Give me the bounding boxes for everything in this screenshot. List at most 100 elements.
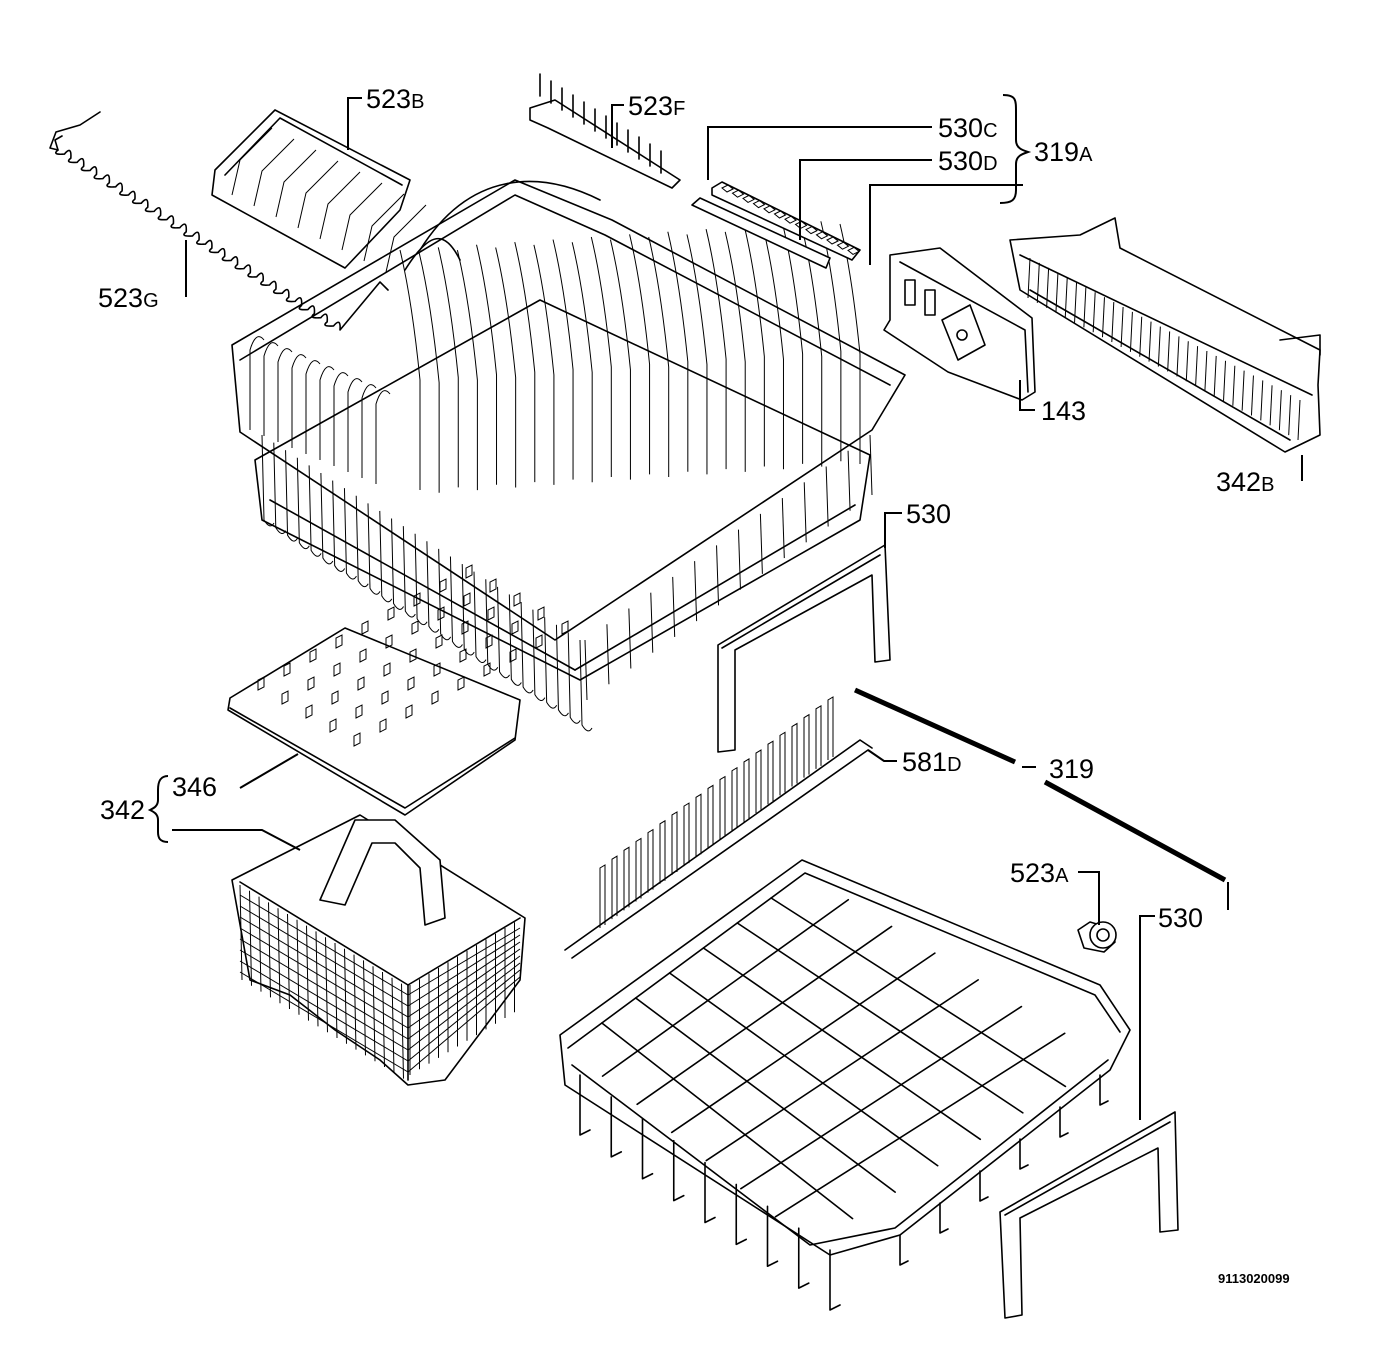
plate-tine	[418, 252, 440, 493]
cup-rack-rib	[363, 193, 405, 262]
label-530c: 530C	[938, 113, 998, 143]
plate-tine	[839, 223, 861, 464]
basket-grid-line	[668, 972, 939, 1167]
basket-grid-line	[239, 894, 409, 996]
basket-grid-line	[315, 931, 319, 1027]
lower-tine	[767, 740, 774, 805]
basket-leg	[641, 1117, 654, 1180]
tray-slot	[537, 606, 545, 621]
basket-grid-line	[258, 896, 262, 992]
tray-slot	[333, 662, 341, 677]
seal-strips-530c-530d	[691, 181, 861, 269]
plate-tine	[762, 229, 784, 470]
basket-grid-line	[382, 971, 385, 1068]
cup-rack-rib	[297, 160, 339, 229]
basket-leg	[979, 1170, 989, 1202]
lower-tine	[827, 696, 834, 760]
tray-slot	[381, 690, 389, 705]
basket-bar	[1195, 346, 1199, 387]
basket-wire	[544, 617, 558, 709]
plate-tine	[648, 236, 670, 478]
basket-bar	[1092, 292, 1096, 333]
cup-rack-523b	[211, 109, 427, 273]
basket-grid-line	[774, 1032, 1066, 1218]
basket-grid-line	[296, 919, 300, 1015]
basket-bar	[1027, 257, 1031, 299]
tray-slot	[379, 718, 387, 733]
basket-grid-line	[344, 948, 347, 1044]
basket-grid-line	[249, 890, 252, 986]
side-basket-342b	[1009, 217, 1321, 453]
basket-grid-line	[705, 979, 979, 1162]
side-tine	[277, 348, 293, 442]
tray-slot	[511, 620, 519, 635]
basket-wire	[672, 576, 676, 637]
tray-slot	[329, 718, 337, 733]
lower-tine	[599, 864, 606, 928]
basket-grid-line	[277, 908, 281, 1004]
plate-tine	[705, 229, 727, 470]
tray-slot	[361, 620, 369, 635]
wheel-523a	[1077, 921, 1117, 953]
tray-slot	[459, 648, 467, 663]
basket-grid-line	[287, 913, 290, 1010]
basket-wire	[473, 571, 487, 664]
seal-530-bottom	[999, 1111, 1179, 1319]
basket-grid-line	[634, 997, 896, 1193]
tray-slot	[483, 662, 491, 677]
tray-slot	[409, 648, 417, 663]
basket-bar	[1278, 390, 1282, 431]
basket-wire	[567, 632, 581, 724]
basket-wire	[847, 450, 851, 511]
tray-slot	[509, 648, 517, 663]
chain-link	[731, 189, 745, 198]
lower-basket	[559, 859, 1131, 1311]
tray-slot	[357, 676, 365, 691]
plate-tine	[495, 247, 517, 488]
tray-slot	[561, 620, 569, 635]
basket-grid-line	[407, 927, 521, 996]
basket-bar	[1129, 311, 1133, 352]
basket-leg	[939, 1202, 949, 1234]
basket-grid-line	[391, 977, 395, 1073]
basket-leg	[899, 1234, 909, 1266]
tray-slot	[407, 676, 415, 691]
tray-slot	[489, 578, 497, 593]
basket-grid-line	[325, 937, 328, 1033]
plate-tine	[437, 247, 459, 488]
basket-grid-line	[401, 983, 404, 1079]
chain-link	[763, 205, 776, 214]
basket-wire	[426, 541, 440, 633]
tray-slot	[485, 634, 493, 649]
basket-bar	[1046, 267, 1050, 308]
basket-bar	[1101, 297, 1105, 338]
basket-bar	[1204, 351, 1208, 392]
label-319a: 319A	[1034, 137, 1093, 167]
side-tine	[291, 354, 307, 448]
lower-tine	[779, 731, 786, 796]
plate-tine	[667, 231, 689, 472]
tray-slot	[513, 592, 521, 607]
basket-wire	[449, 556, 463, 648]
chain-link	[815, 231, 829, 240]
chain-link	[773, 210, 787, 219]
basket-leg	[1059, 1106, 1069, 1138]
cutlery-basket-342	[231, 814, 526, 1086]
basket-wire	[803, 482, 807, 543]
basket-wire	[584, 639, 588, 701]
tray-slot	[385, 634, 393, 649]
lower-tine	[791, 722, 798, 787]
runner-bracket-143	[883, 247, 1036, 401]
side-tine	[375, 390, 391, 484]
basket-wire	[508, 594, 522, 686]
tray-slot	[331, 690, 339, 705]
basket-leg	[1019, 1138, 1029, 1170]
basket-grid-line	[670, 952, 936, 1134]
basket-wire	[628, 608, 632, 669]
basket-wire	[355, 495, 369, 588]
basket-wire	[825, 466, 829, 527]
cup-rack-rib	[275, 149, 317, 218]
basket-grid-line	[740, 1005, 1023, 1190]
plate-tine	[782, 223, 804, 464]
